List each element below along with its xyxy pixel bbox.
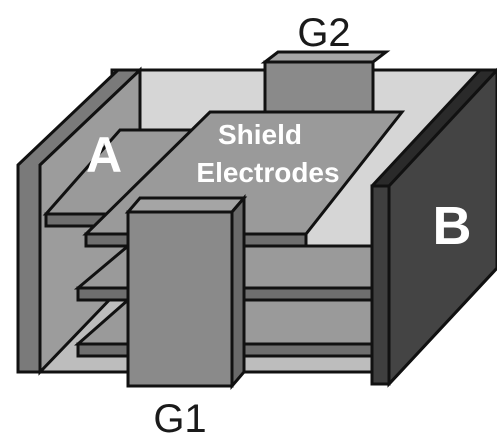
ground-terminal-g2-top <box>260 50 391 64</box>
ground-terminal-g1-side <box>230 193 246 391</box>
label-g1: G1 <box>153 397 206 441</box>
terminal-b-front <box>387 67 497 388</box>
label-b: B <box>433 196 472 256</box>
label-shield-line2: Electrodes <box>196 157 339 188</box>
label-a: A <box>86 127 122 183</box>
terminal-b-face <box>370 184 391 386</box>
label-shield-line1: Shield <box>218 119 302 150</box>
ground-terminal-g1 <box>126 210 234 388</box>
ground-terminal-g1-top <box>124 196 248 214</box>
label-g2: G2 <box>297 11 350 55</box>
